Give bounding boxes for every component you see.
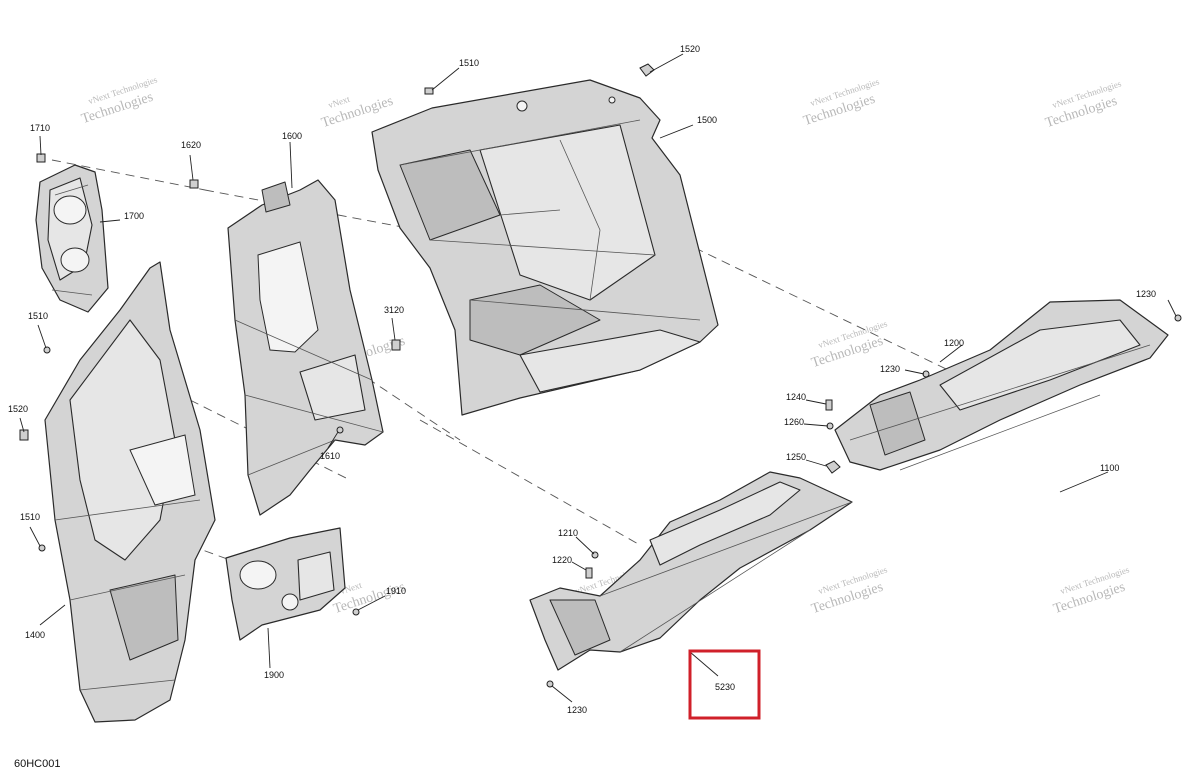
bolt-3120: [391, 339, 401, 351]
screw-1610: [336, 426, 344, 434]
callout-1700: 1700: [124, 211, 144, 221]
callout-1620: 1620: [181, 140, 201, 150]
callout-1510: 1510: [459, 58, 479, 68]
leader-lines: [19, 53, 1177, 703]
part-1400-panel: [44, 261, 216, 723]
screw-1510-top: [424, 87, 434, 95]
screw-1230-right: [1174, 314, 1182, 322]
clip-1710: [36, 153, 46, 163]
callout-1260: 1260: [784, 417, 804, 427]
callout-1200: 1200: [944, 338, 964, 348]
diagram-code: 60HC001: [14, 758, 60, 770]
callout-1220: 1220: [552, 555, 572, 565]
callout-1230: 1230: [567, 705, 587, 715]
callout-1510: 1510: [28, 311, 48, 321]
callout-1240: 1240: [786, 392, 806, 402]
watermark: vNext Technologies Technologies: [80, 74, 159, 127]
callout-1250: 1250: [786, 452, 806, 462]
callout-1230: 1230: [1136, 289, 1156, 299]
callout-1210: 1210: [558, 528, 578, 538]
callout-1520: 1520: [8, 404, 28, 414]
clip-1520-top: [639, 63, 655, 77]
callout-1100: 1100: [1100, 463, 1119, 473]
assembly-line: [51, 159, 206, 191]
clip-1250: [825, 460, 841, 474]
part-1100-duct: [529, 471, 853, 671]
highlight-box-5230[interactable]: [688, 649, 761, 720]
callout-1400: 1400: [25, 630, 45, 640]
screw-1510-low: [38, 544, 46, 552]
callout-5230: 5230: [715, 682, 735, 692]
callout-1520: 1520: [680, 44, 700, 54]
screw-1240: [825, 399, 833, 411]
part-1500-panel: [371, 79, 719, 416]
callout-1230: 1230: [880, 364, 900, 374]
screw-1230-bottom: [546, 680, 554, 688]
callout-labels: 1510 1520 1500 1710 1700 1620 1600 1510 …: [8, 44, 1156, 715]
part-1600-panel: [227, 179, 384, 516]
clip-1520-left: [19, 429, 29, 441]
callout-1710: 1710: [30, 123, 50, 133]
screw-1510-left: [43, 346, 51, 354]
screw-1220: [585, 567, 593, 579]
watermark: vNext Technologies Technologies: [1044, 78, 1123, 131]
callout-3120: 3120: [384, 305, 404, 315]
watermark: vNext Technologies Technologies: [810, 564, 889, 617]
part-1200-duct: [834, 299, 1169, 471]
watermark: vNext Technologies Technologies: [802, 76, 881, 129]
callout-1510: 1510: [20, 512, 40, 522]
part-1900-block: [225, 527, 346, 641]
callout-1500: 1500: [697, 115, 717, 125]
assembly-line: [419, 419, 641, 546]
watermark: vNext Technologies: [320, 94, 395, 131]
callout-1900: 1900: [264, 670, 284, 680]
callout-1600: 1600: [282, 131, 302, 141]
callout-1610: 1610: [320, 451, 340, 461]
screw-1910: [352, 608, 360, 616]
watermark: vNext Technologies Technologies: [1052, 564, 1131, 617]
screw-1620: [189, 179, 199, 189]
part-1700-bracket: [35, 164, 109, 313]
callout-1910: 1910: [386, 586, 406, 596]
